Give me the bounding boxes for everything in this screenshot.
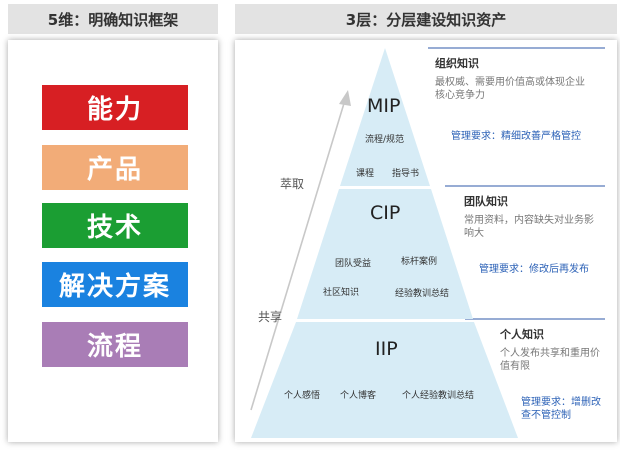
tier-title-iip: IIP — [375, 338, 398, 360]
desc-text-iip: 个人发布共享和重用价值有限 — [500, 348, 600, 372]
tier-item: 课程 — [356, 169, 375, 179]
dimension-box-process: 流程 — [42, 322, 188, 367]
tier-item: 经验教训总结 — [395, 289, 450, 299]
desc-title-cip: 团队知识 — [464, 195, 508, 208]
desc-text-mip: 最权威、需要用价值高或体现企业核心竞争力 — [435, 77, 585, 101]
desc-mgmt-iip: 管理要求：增删改查不管控制 — [521, 397, 601, 421]
dimension-box-technology: 技术 — [42, 203, 188, 248]
tier-item: 社区知识 — [323, 288, 360, 298]
tier-item: 团队受益 — [335, 259, 372, 269]
desc-title-mip: 组织知识 — [435, 57, 479, 70]
pyramid-tier-iip — [251, 322, 518, 438]
tier-item: 流程/规范 — [365, 135, 405, 145]
dimension-label: 产品 — [86, 155, 143, 185]
dimension-label: 流程 — [86, 332, 143, 362]
tier-title-mip: MIP — [367, 95, 401, 117]
desc-title-iip: 个人知识 — [500, 328, 544, 341]
desc-text-cip: 常用资料，内容缺失对业务影响大 — [464, 215, 594, 239]
pyramid-tier-cip — [297, 189, 473, 319]
left-panel-header: 5维：明确知识框架 — [8, 4, 218, 34]
desc-mgmt-cip: 管理要求：修改后再发布 — [479, 264, 589, 275]
dimension-box-product: 产品 — [42, 145, 188, 190]
extract-arrow-line — [250, 99, 346, 411]
dimension-label: 能力 — [86, 95, 143, 125]
tier-item: 指导书 — [392, 169, 420, 179]
dimension-box-solution: 解决方案 — [42, 262, 188, 307]
tier-title-cip: CIP — [370, 202, 401, 224]
pyramid-tier-mip — [340, 48, 430, 186]
pyramid-panel: 萃取 共享 MIP 流程/规范 课程 指导书 CIP 团队受益 标杆案例 社区知… — [235, 40, 617, 442]
tier-item: 个人博客 — [340, 391, 377, 401]
dimension-label: 技术 — [86, 213, 143, 243]
tier-item: 个人经验教训总结 — [402, 391, 475, 401]
pyramid-graphic — [250, 47, 605, 438]
axis-label-extract: 萃取 — [280, 177, 305, 191]
tier-item: 个人感悟 — [284, 391, 321, 401]
extract-arrow-head — [339, 90, 351, 106]
axis-label-share: 共享 — [258, 310, 283, 324]
dimension-label: 解决方案 — [58, 272, 171, 302]
dimensions-panel: 能力 产品 技术 解决方案 流程 — [8, 40, 218, 442]
dimension-box-capability: 能力 — [42, 85, 188, 130]
desc-mgmt-mip: 管理要求：精细改善严格管控 — [451, 131, 581, 142]
right-panel-header: 3层：分层建设知识资产 — [235, 4, 617, 34]
tier-item: 标杆案例 — [401, 257, 438, 267]
